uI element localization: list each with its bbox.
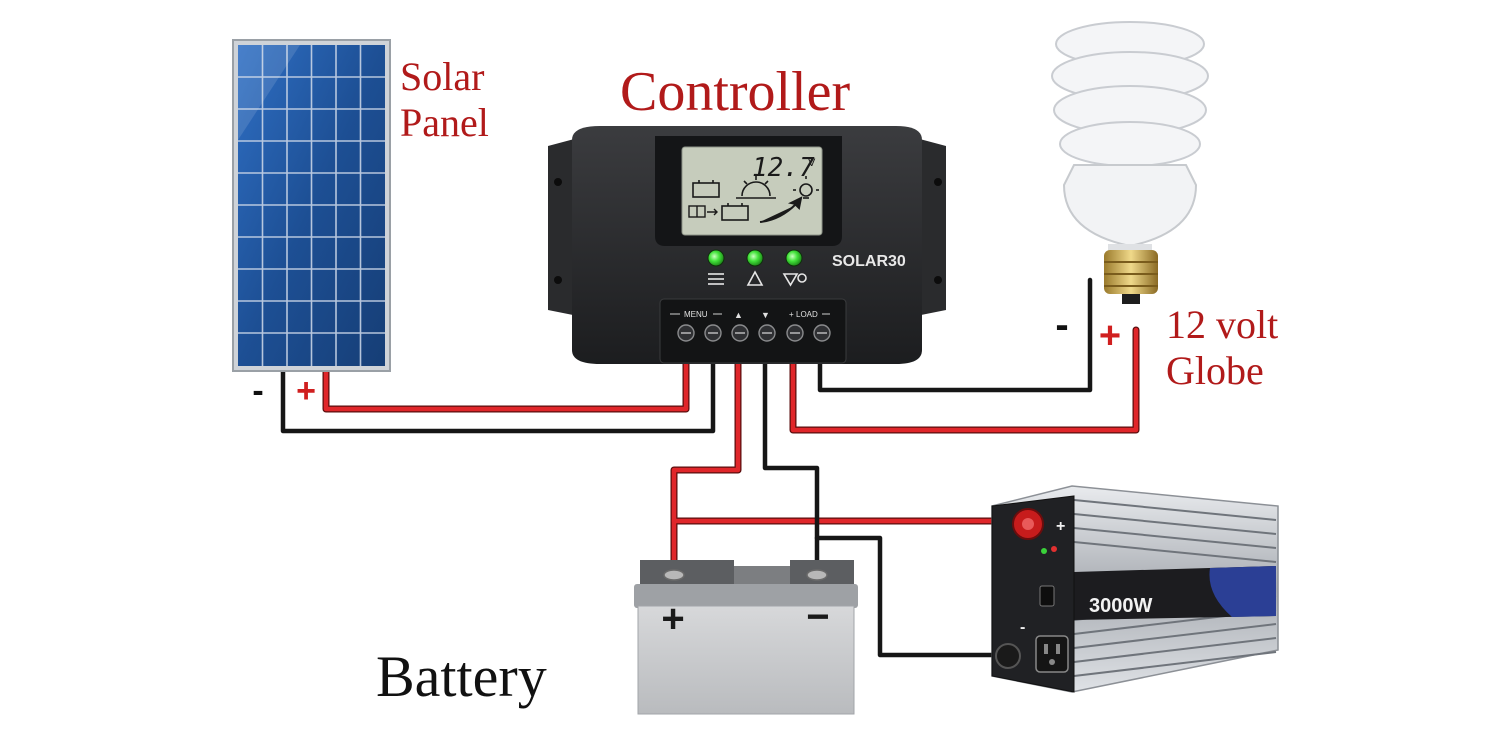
lcd-voltage-unit: V: [808, 157, 816, 169]
load-symbol-icon: [782, 273, 799, 287]
globe-minus: -: [1055, 303, 1068, 347]
led-symbols: [708, 270, 807, 287]
battery-minus: −: [806, 595, 829, 639]
menu-lines-icon: [708, 273, 724, 285]
inverter-outlet: [1035, 635, 1069, 673]
lcd-charge-battery-icon: [721, 203, 749, 221]
battery: [634, 560, 858, 715]
bulb-small-icon: [797, 273, 807, 283]
globe-plus: +: [1099, 315, 1121, 357]
inverter-power-switch: [1039, 585, 1055, 607]
battery-plus: +: [661, 597, 684, 641]
controller-model-label: SOLAR30: [832, 253, 906, 270]
terminal-load-label: LOAD: [796, 310, 818, 319]
lcd-panel-icon: [688, 205, 718, 218]
black-wires: [280, 277, 1093, 658]
lcd-screen: [681, 146, 823, 236]
inverter-plus: +: [1056, 518, 1065, 535]
lcd-battery-icon: [692, 180, 720, 198]
terminal-block: [659, 298, 847, 364]
globe-base: [1104, 250, 1158, 294]
status-leds: [707, 249, 803, 267]
solar-panel: [232, 39, 391, 372]
solar-panel-plus: +: [296, 372, 316, 410]
red-wires: [323, 327, 1139, 575]
charge-controller: 12.7 V: [548, 126, 946, 364]
globe-label-line2: Globe: [1166, 348, 1264, 393]
solar-panel-label-line1: Solar: [400, 54, 484, 99]
terminal-down-label: ▼: [761, 310, 770, 320]
power-inverter: [991, 485, 1279, 693]
solar-panel-label-line2: Panel: [400, 100, 489, 145]
globe-label-line1: 12 volt: [1166, 302, 1278, 347]
led-load: [785, 249, 803, 267]
solar-panel-minus: -: [252, 372, 263, 410]
lcd-bulb-icon: [793, 176, 819, 199]
lcd-sun-icon: [736, 176, 776, 199]
terminal-screws: [677, 324, 831, 342]
controller-label: Controller: [620, 61, 851, 123]
led-charge: [707, 249, 725, 267]
inverter-rating: 3000W: [1089, 595, 1152, 617]
terminal-up-label: ▲: [734, 310, 743, 320]
triangle-icon: [746, 270, 764, 286]
lcd-load-arrow-icon: [759, 196, 803, 223]
led-battery: [746, 249, 764, 267]
battery-label: Battery: [376, 644, 547, 709]
terminal-load-plus: +: [789, 310, 794, 319]
inverter-negative-terminal: [995, 643, 1021, 669]
terminal-menu-label: MENU: [684, 310, 708, 319]
wires: [280, 277, 1140, 658]
lcd-voltage-readout: 12.7: [752, 153, 815, 183]
cfl-globe: [1051, 21, 1209, 304]
inverter-minus: -: [1020, 619, 1025, 636]
